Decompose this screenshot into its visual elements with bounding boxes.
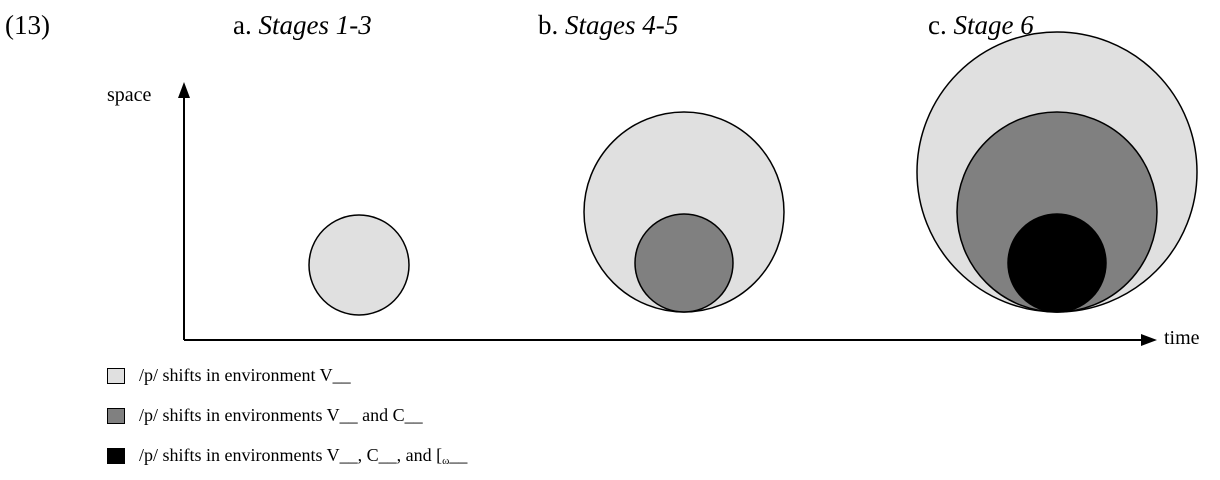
legend-text-dark-tail: __ bbox=[449, 445, 468, 465]
stage-a-letter: a. bbox=[233, 10, 252, 40]
legend-text-dark-main: /p/ shifts in environments V__, C__, and… bbox=[139, 445, 443, 465]
legend-swatch-light bbox=[107, 368, 125, 384]
legend-text-light: /p/ shifts in environment V__ bbox=[139, 365, 351, 387]
legend-text-dark: /p/ shifts in environments V__, C__, and… bbox=[139, 445, 467, 467]
stage-a-label: a. Stages 1-3 bbox=[233, 12, 372, 39]
y-axis-arrow-icon bbox=[178, 82, 190, 98]
legend-text-light-main: /p/ shifts in environment V__ bbox=[139, 365, 351, 385]
stage-diagram bbox=[178, 31, 1198, 346]
legend-swatch-medium bbox=[107, 408, 125, 424]
legend-text-medium-main: /p/ shifts in environments V__ and C__ bbox=[139, 405, 423, 425]
legend-swatch-dark bbox=[107, 448, 125, 464]
legend-text-medium: /p/ shifts in environments V__ and C__ bbox=[139, 405, 423, 427]
legend-item-dark: /p/ shifts in environments V__, C__, and… bbox=[107, 445, 467, 467]
legend-text-dark-sub: ω bbox=[442, 455, 450, 467]
legend-item-medium: /p/ shifts in environments V__ and C__ bbox=[107, 405, 423, 427]
x-axis-arrow-icon bbox=[1141, 334, 1157, 346]
stage-b-name: Stages 4-5 bbox=[565, 10, 679, 40]
stage-b-label: b. Stages 4-5 bbox=[538, 12, 678, 39]
example-number: (13) bbox=[5, 10, 50, 40]
stage-b-letter: b. bbox=[538, 10, 559, 40]
stage-c-name: Stage 6 bbox=[953, 10, 1034, 40]
stage-a-name: Stages 1-3 bbox=[258, 10, 372, 40]
stage-a-circle-light bbox=[308, 214, 410, 316]
legend-item-light: /p/ shifts in environment V__ bbox=[107, 365, 351, 387]
y-axis-label: space bbox=[107, 84, 152, 106]
stage-c-circle-dark bbox=[1007, 213, 1107, 313]
stage-b-circle-medium bbox=[634, 213, 734, 313]
stage-c-label: c. Stage 6 bbox=[928, 12, 1034, 39]
x-axis-label: time bbox=[1164, 327, 1200, 349]
stage-c-letter: c. bbox=[928, 10, 947, 40]
